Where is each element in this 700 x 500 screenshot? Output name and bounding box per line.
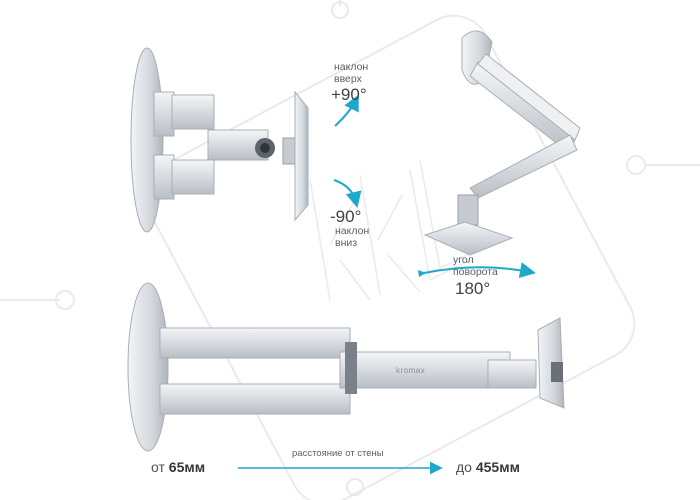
tilt-down-caption-line1: наклон	[335, 225, 370, 237]
tilt-up-caption-line1: наклон	[334, 61, 369, 73]
tilt-down-caption: наклон вниз	[335, 225, 370, 249]
rotation-caption: угол поворота	[453, 254, 498, 278]
distance-max: до 455мм	[456, 459, 520, 475]
distance-caption: расстояние от стены	[292, 448, 384, 459]
mount-perspective-view	[423, 30, 581, 256]
mount-extended-view	[127, 282, 565, 452]
distance-min-value: 65мм	[168, 459, 206, 475]
rotation-caption-line1: угол	[453, 254, 474, 266]
tilt-down-angle: -90°	[330, 207, 362, 226]
distance-min-prefix: от	[151, 459, 165, 475]
tilt-up-angle: +90°	[331, 85, 367, 104]
distance-min: от 65мм	[151, 459, 206, 475]
tilt-down-arrow	[333, 179, 362, 208]
rotation-caption-line2: поворота	[453, 265, 498, 278]
rotation-arrow-start	[418, 270, 426, 277]
tilt-up-caption-line2: вверх	[334, 72, 362, 85]
rotation-angle: 180°	[455, 279, 491, 298]
tilt-up-caption: наклон вверх	[334, 61, 369, 85]
rotation-arrow	[423, 262, 536, 278]
mount-side-view	[130, 47, 309, 233]
distance-max-value: 455мм	[475, 459, 520, 475]
tilt-down-caption-line2: вниз	[335, 236, 358, 249]
brand-logo: kromax	[396, 366, 426, 375]
distance-max-prefix: до	[456, 459, 472, 475]
tilt-up-arrow	[334, 94, 359, 127]
